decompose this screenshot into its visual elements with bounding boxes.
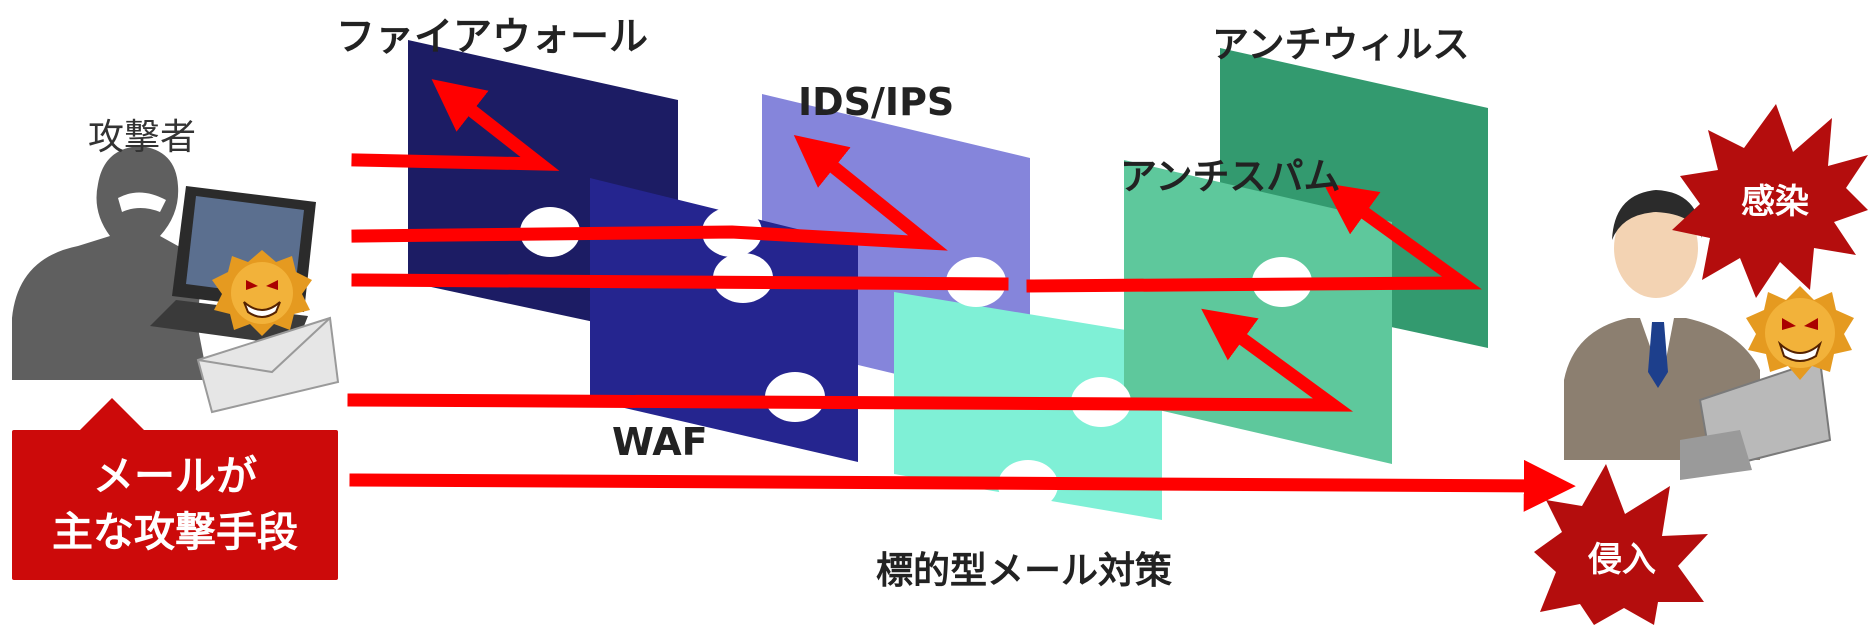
path-through-ids <box>351 273 1009 291</box>
waf-label: WAF <box>612 420 708 464</box>
virus-icon <box>1746 286 1854 380</box>
antivirus-label: アンチウィルス <box>1212 23 1470 66</box>
attack-method-text: メールが 主な攻撃手段 <box>12 448 338 560</box>
antispam-label: アンチスパム <box>1120 155 1341 198</box>
intrusion-label: 侵入 <box>1588 540 1656 580</box>
office-worker-icon <box>1564 190 1832 480</box>
path-blocked-antispam <box>347 308 1354 412</box>
attack-paths <box>347 79 1576 512</box>
callout-line-1: メールが <box>93 452 257 500</box>
virus-icon <box>212 250 312 336</box>
path-blocked-ids <box>351 134 948 251</box>
callout-pointer <box>78 398 146 432</box>
path-blocked-antivirus <box>1026 182 1482 293</box>
firewall-label: ファイアウォール <box>336 15 649 60</box>
attacker-label: 攻撃者 <box>88 117 197 158</box>
ids-ips-label: IDS/IPS <box>798 80 955 124</box>
path-intrusion <box>349 459 1576 512</box>
infection-burst-icon <box>1672 104 1868 298</box>
callout-line-2: 主な攻撃手段 <box>52 508 298 556</box>
targeted-mail-label: 標的型メール対策 <box>876 549 1172 592</box>
intrusion-burst-icon <box>1534 464 1708 625</box>
envelope-icon <box>196 316 340 414</box>
path-blocked-firewall <box>351 79 560 171</box>
infection-label: 感染 <box>1741 182 1809 222</box>
attack-method-callout <box>12 430 338 580</box>
